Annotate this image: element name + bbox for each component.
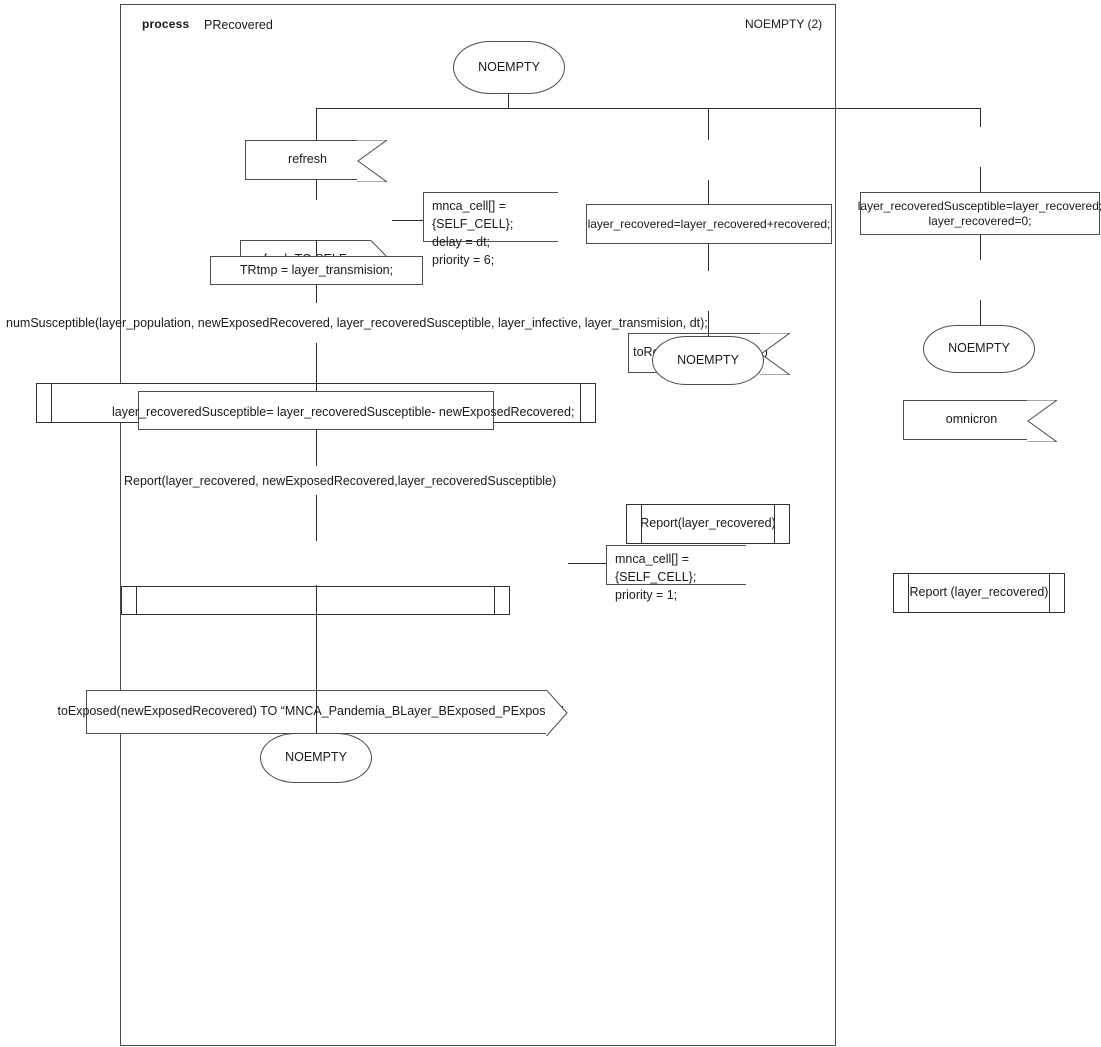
start-state-noempty[interactable]: NOEMPTY xyxy=(453,41,565,94)
proc-call-report-refresh[interactable] xyxy=(121,586,510,615)
end-state-noempty-torecovered[interactable]: NOEMPTY xyxy=(652,336,764,385)
start-state-label: NOEMPTY xyxy=(478,59,540,74)
connector-torecovered-3 xyxy=(708,311,709,336)
connector-refresh-3 xyxy=(316,285,317,303)
connector-drop-torecovered xyxy=(708,108,709,140)
output-toexposed-tip-icon xyxy=(546,689,568,737)
input-refresh-label: refresh xyxy=(288,152,327,167)
process-frame xyxy=(120,4,836,1046)
output-toexposed-label: toExposed(newExposedRecovered) TO “MNCA_… xyxy=(57,704,564,719)
task-trtmp[interactable]: TRtmp = layer_transmision; xyxy=(210,256,423,285)
task-omnicron-label: layer_recoveredSusceptible=layer_recover… xyxy=(857,198,1101,228)
task-omnicron[interactable]: layer_recoveredSusceptible=layer_recover… xyxy=(857,192,1101,235)
connector-refresh-4 xyxy=(316,343,317,391)
connector-note-refresh xyxy=(392,220,423,221)
connector-drop-refresh xyxy=(316,108,317,140)
input-omnicron[interactable]: omnicron xyxy=(903,399,1059,443)
output-toexposed[interactable]: toExposed(newExposedRecovered) TO “MNCA_… xyxy=(57,689,568,737)
input-omnicron-label: omnicron xyxy=(945,412,998,427)
end-state-noempty-omnicron[interactable]: NOEMPTY xyxy=(923,325,1035,373)
connector-refresh-2 xyxy=(316,240,317,256)
connector-omnicron-1 xyxy=(980,167,981,192)
note-toexposed: mnca_cell[] = {SELF_CELL}; priority = 1; xyxy=(606,545,746,602)
proc-call-report-torecovered-label: Report(layer_recovered) xyxy=(640,516,776,531)
connector-omnicron-2 xyxy=(980,235,981,260)
end-state-noempty-refresh-label: NOEMPTY xyxy=(285,750,347,765)
input-refresh[interactable]: refresh xyxy=(245,139,389,183)
input-omnicron-notch-icon xyxy=(1027,399,1059,443)
connector-branch-bus xyxy=(316,108,980,109)
input-notch-icon xyxy=(357,139,389,183)
connector-torecovered-2 xyxy=(708,244,709,271)
connector-note-toexposed xyxy=(568,563,606,564)
input-torecovered-notch-icon xyxy=(760,332,792,376)
end-state-noempty-omnicron-label: NOEMPTY xyxy=(948,341,1010,356)
frame-corner-label: NOEMPTY (2) xyxy=(745,17,823,31)
note-refresh-to-self: mnca_cell[] = {SELF_CELL}; delay = dt; p… xyxy=(423,192,558,267)
connector-omnicron-3 xyxy=(980,300,981,325)
task-torecovered-label: layer_recovered=layer_recovered+recovere… xyxy=(587,216,831,231)
connector-refresh-7 xyxy=(316,585,317,733)
connector-refresh-5 xyxy=(316,430,317,466)
task-layer-recovered-susceptible[interactable] xyxy=(138,391,494,430)
proc-call-report-torecovered[interactable]: Report(layer_recovered) xyxy=(626,504,790,544)
connector-drop-omnicron xyxy=(980,108,981,127)
connector-torecovered-1 xyxy=(708,180,709,204)
proc-call-report-omnicron-label: Report (layer_recovered) xyxy=(909,585,1049,600)
end-state-noempty-refresh[interactable]: NOEMPTY xyxy=(260,733,372,783)
connector-start-stem xyxy=(508,94,509,109)
task-trtmp-label: TRtmp = layer_transmision; xyxy=(239,262,394,277)
frame-process-name: PRecovered xyxy=(204,18,273,32)
end-state-noempty-torecovered-label: NOEMPTY xyxy=(677,352,739,367)
connector-refresh-1 xyxy=(316,180,317,200)
connector-refresh-6 xyxy=(316,495,317,541)
proc-call-report-omnicron[interactable]: Report (layer_recovered) xyxy=(893,573,1065,613)
task-torecovered[interactable]: layer_recovered=layer_recovered+recovere… xyxy=(586,204,832,244)
frame-keyword: process xyxy=(142,17,190,31)
